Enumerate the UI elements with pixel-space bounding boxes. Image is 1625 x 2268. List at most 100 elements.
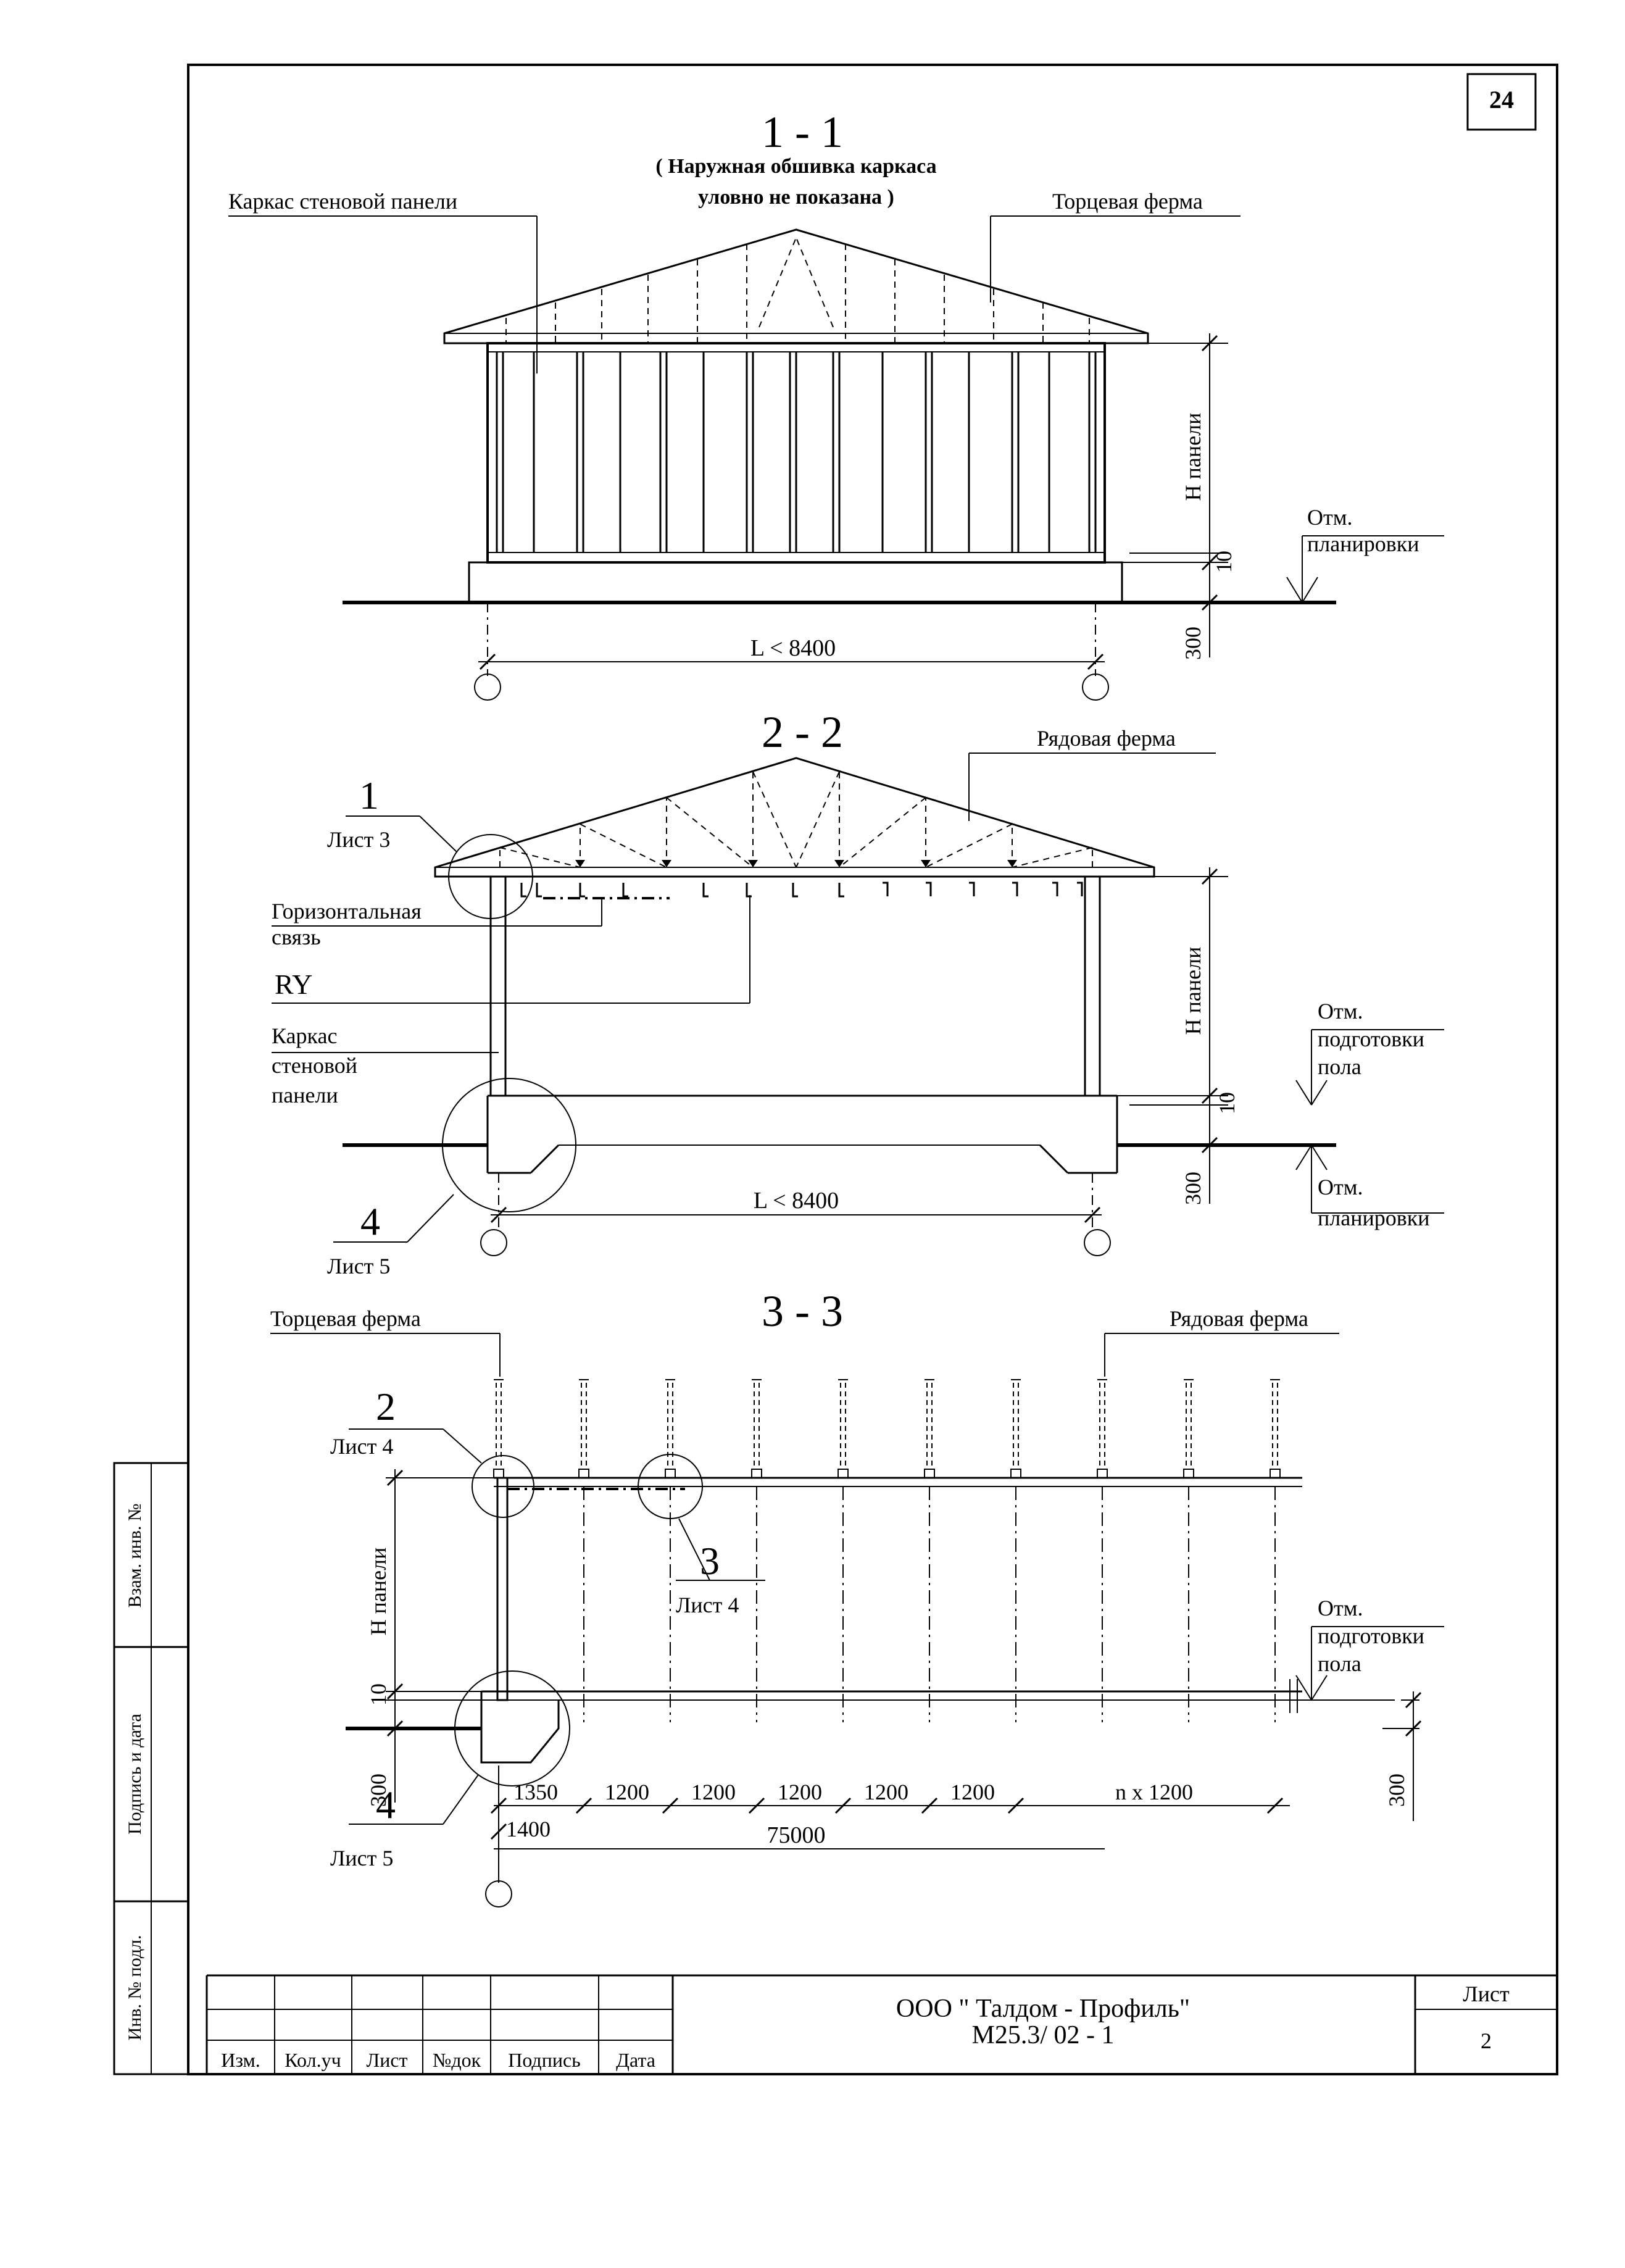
dimension-height-1: Н панели 10 300 xyxy=(1111,333,1236,660)
dim-10-2: 10 xyxy=(1215,1092,1239,1114)
dim-300-right-3: 300 xyxy=(1384,1774,1409,1807)
joists-row xyxy=(520,882,1083,898)
label-horizontal-brace-2: связь xyxy=(272,925,321,949)
dim-chain-5: 1200 xyxy=(864,1780,908,1804)
callout-4-sheet-2: Лист 5 xyxy=(327,1254,390,1278)
col-count: Кол.уч xyxy=(285,2049,341,2071)
level-label-3b: подготовки xyxy=(1318,1624,1424,1648)
dim-panel-height-1: Н панели xyxy=(1181,413,1205,501)
wall-panel-elevation xyxy=(486,342,1106,564)
end-truss-elevation xyxy=(443,228,1149,344)
callout-2-number: 2 xyxy=(376,1385,396,1428)
level-mark-1: Отм. планировки xyxy=(1286,505,1444,603)
wall-plan-3 xyxy=(346,1477,1395,1764)
document-code: М25.3/ 02 - 1 xyxy=(972,2021,1115,2049)
col-change: Изм. xyxy=(221,2049,260,2071)
dim-1400: 1400 xyxy=(506,1817,551,1841)
dim-total: 75000 xyxy=(767,1822,826,1848)
dimension-height-3: Н панели 10 300 xyxy=(366,1469,494,1807)
stamp-inv-replace: Взам. инв. № xyxy=(125,1503,145,1607)
foundation-2 xyxy=(343,1094,1336,1174)
label-wall-frame-1: Каркас стеновой панели xyxy=(228,189,457,214)
trusses-plan xyxy=(493,1379,1281,1478)
callout-3-number: 3 xyxy=(700,1539,720,1583)
company-name: ООО " Талдом - Профиль" xyxy=(896,1995,1190,2023)
level-label-2e: планировки xyxy=(1318,1206,1430,1230)
level-label-2b: подготовки xyxy=(1318,1027,1424,1051)
side-stamp: Взам. инв. № Подпись и дата Инв. № подл. xyxy=(113,1462,189,2075)
stamp-inv-original: Инв. № подл. xyxy=(125,1935,145,2041)
level-mark-3: Отм. подготовки пола xyxy=(1295,1596,1444,1701)
label-end-truss-1: Торцевая ферма xyxy=(1052,189,1203,214)
dim-span-2: L < 8400 xyxy=(754,1188,839,1214)
title-block: Изм. Кол.уч Лист №док Подпись Дата ООО "… xyxy=(206,1974,1557,2074)
dimension-span-1: L < 8400 xyxy=(474,602,1109,701)
label-wall-frame-2c: панели xyxy=(272,1083,338,1107)
callout-2: 2 Лист 4 xyxy=(330,1385,534,1518)
dim-300-left-3: 300 xyxy=(366,1774,391,1807)
dim-panel-height-3: Н панели xyxy=(366,1548,391,1636)
dim-chain-6: 1200 xyxy=(950,1780,995,1804)
section-1-note-line2: уловно не показана ) xyxy=(698,186,894,209)
level-label-2c: пола xyxy=(1318,1054,1361,1079)
section-2-title: 2 - 2 xyxy=(762,707,843,757)
level-label-2a: Отм. xyxy=(1318,999,1363,1024)
callout-4-number-2: 4 xyxy=(360,1199,380,1243)
sheet-corner-number: 24 xyxy=(1489,86,1514,114)
label-ry: RY xyxy=(275,969,312,1000)
level-label-3c: пола xyxy=(1318,1651,1361,1676)
row-truss-elevation xyxy=(434,757,1155,878)
sheet-label: Лист xyxy=(1463,1982,1510,2006)
callout-2-sheet: Лист 4 xyxy=(330,1434,393,1459)
foundation-1 xyxy=(343,561,1336,604)
dim-chain-2: 1200 xyxy=(605,1780,649,1804)
dim-10-3: 10 xyxy=(366,1683,391,1706)
label-row-truss-2: Рядовая ферма xyxy=(1037,726,1176,751)
level-label-2d: Отм. xyxy=(1318,1175,1363,1199)
wall-frame-section-2 xyxy=(489,875,1101,1097)
dim-chain-1: 1350 xyxy=(513,1780,558,1804)
dim-span-1: L < 8400 xyxy=(750,635,836,661)
col-sign: Подпись xyxy=(508,2049,581,2071)
callout-3-sheet: Лист 4 xyxy=(676,1593,739,1617)
label-wall-frame-2a: Каркас xyxy=(272,1024,337,1048)
dim-300-1: 300 xyxy=(1181,627,1205,660)
level-mark-2-bottom: Отм. планировки xyxy=(1295,1144,1444,1230)
level-mark-2-top: Отм. подготовки пола xyxy=(1295,999,1444,1106)
dimension-span-2: L < 8400 xyxy=(480,1173,1111,1256)
label-row-truss-3: Рядовая ферма xyxy=(1170,1306,1308,1331)
col-date: Дата xyxy=(616,2049,655,2071)
dim-300-2: 300 xyxy=(1181,1172,1205,1205)
section-3-3: 3 - 3 Торцевая ферма Рядовая ферма xyxy=(270,1286,1444,1907)
callout-4-sheet-3: Лист 5 xyxy=(330,1846,393,1870)
label-end-truss-3: Торцевая ферма xyxy=(270,1306,421,1331)
level-label-1b: планировки xyxy=(1307,532,1419,556)
dim-chain-n: n x 1200 xyxy=(1115,1780,1193,1804)
section-3-title: 3 - 3 xyxy=(762,1286,843,1336)
dim-chain-3: 1200 xyxy=(691,1780,736,1804)
callout-1-sheet: Лист 3 xyxy=(327,827,390,852)
callout-4-section2: 4 Лист 5 xyxy=(327,1078,576,1278)
callout-1: 1 Лист 3 xyxy=(327,773,533,919)
level-label-1a: Отм. xyxy=(1307,505,1353,530)
section-1-note-line1: ( Наружная обшивка каркаса xyxy=(655,155,936,178)
section-1-title: 1 - 1 xyxy=(762,107,843,157)
sheet-number: 2 xyxy=(1481,2028,1492,2053)
sheet-frame: 24 xyxy=(187,64,1558,2075)
col-sheet: Лист xyxy=(366,2049,407,2071)
dimension-right-3: 300 xyxy=(1382,1691,1422,1821)
section-1-1: 1 - 1 ( Наружная обшивка каркаса уловно … xyxy=(228,107,1444,701)
callout-3: 3 Лист 4 xyxy=(638,1454,765,1617)
label-wall-frame-2b: стеновой xyxy=(272,1053,357,1078)
dimension-height-2: Н панели 10 300 xyxy=(1105,867,1239,1205)
stamp-signature-date: Подпись и дата xyxy=(125,1714,145,1835)
callout-4-section3: 4 Лист 5 xyxy=(330,1670,570,1870)
callout-4-number-3: 4 xyxy=(376,1783,396,1827)
section-2-2: 2 - 2 Рядовая ферма xyxy=(272,707,1444,1278)
dim-chain-4: 1200 xyxy=(778,1780,822,1804)
dim-10-1: 10 xyxy=(1211,551,1236,573)
dimension-chain-3: 1350 1200 1200 1200 1200 1200 n x 1200 1… xyxy=(485,1766,1290,1907)
label-horizontal-brace-1: Горизонтальная xyxy=(272,899,422,923)
callout-1-number: 1 xyxy=(359,773,379,817)
